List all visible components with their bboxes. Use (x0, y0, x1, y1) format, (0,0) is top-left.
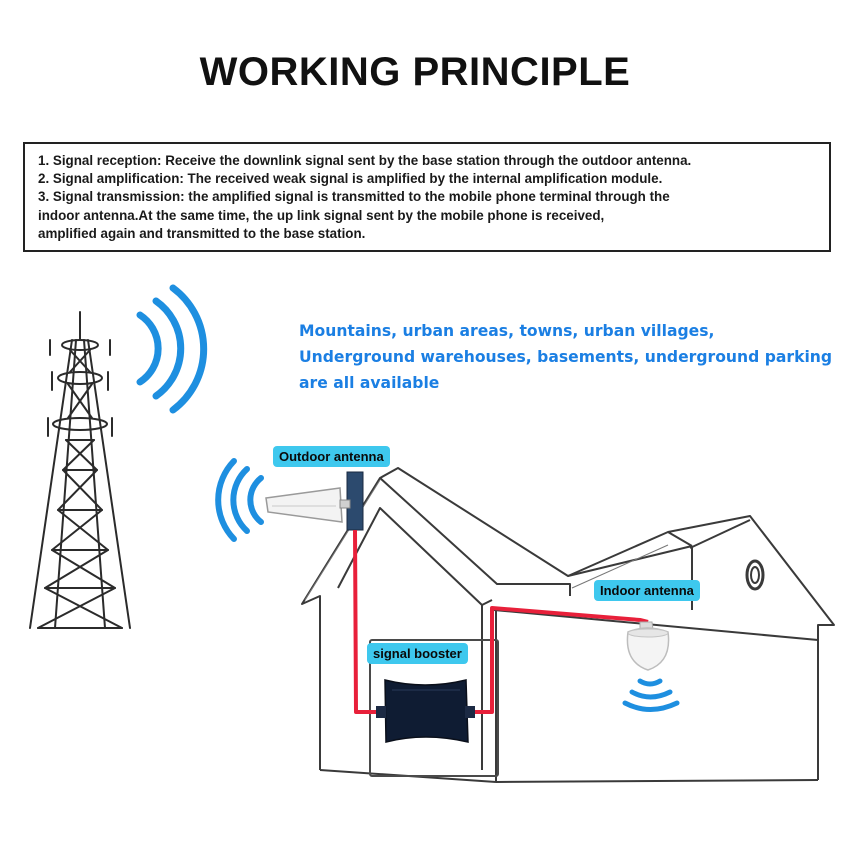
cell-tower (29, 311, 131, 629)
indoor-antenna-label: Indoor antenna (594, 580, 700, 601)
availability-note: Mountains, urban areas, towns, urban vil… (299, 318, 839, 396)
availability-line-2: Underground warehouses, basements, under… (299, 348, 833, 366)
outdoor-antenna (265, 471, 364, 531)
page-title: WORKING PRINCIPLE (199, 50, 631, 94)
step-2-text: 2. Signal amplification: The received we… (38, 171, 663, 187)
step-1-text: 1. Signal reception: Receive the downlin… (38, 153, 692, 168)
availability-line-3: are all available (299, 374, 440, 392)
indoor-antenna (626, 621, 670, 671)
step-3-text: 3. Signal transmission: the amplified si… (38, 189, 670, 205)
steps-box: 1. Signal reception: Receive the downlin… (23, 142, 831, 252)
outdoor-antenna-label: Outdoor antenna (273, 446, 390, 467)
house (301, 467, 835, 783)
signal-booster-device (376, 679, 475, 743)
availability-line-1: Mountains, urban areas, towns, urban vil… (299, 322, 715, 340)
signal-booster-label: signal booster (367, 643, 468, 664)
outdoor-antenna-waves (215, 458, 264, 542)
tower-signal-waves (136, 284, 208, 414)
indoor-antenna-waves (622, 678, 680, 712)
coax-cables (353, 529, 649, 714)
step-3-final-text: amplified again and transmitted to the b… (38, 225, 366, 241)
step-3-continued-text: indoor antenna.At the same time, the up … (38, 207, 605, 223)
